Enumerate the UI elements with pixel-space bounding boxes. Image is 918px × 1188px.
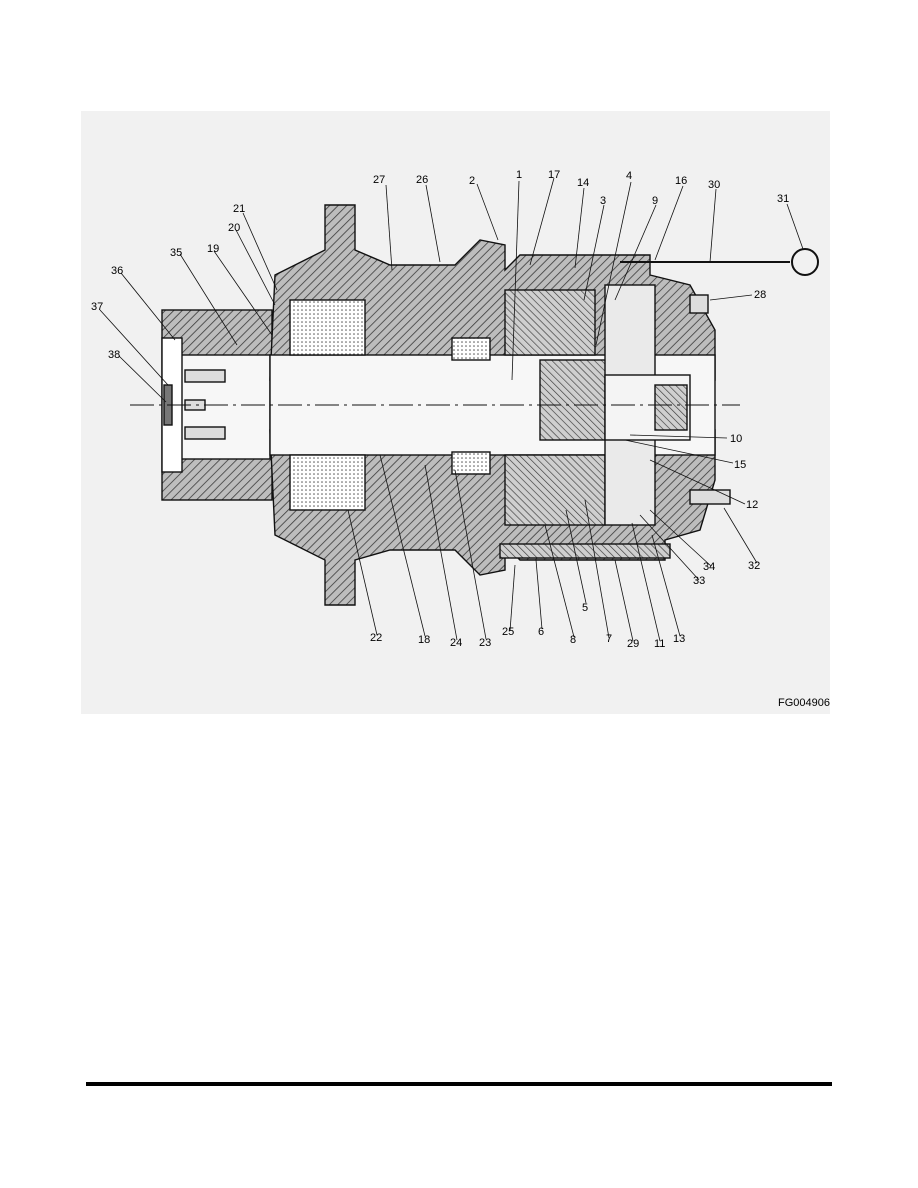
callout-20: 20 (228, 222, 240, 234)
callout-10: 10 (730, 433, 742, 445)
callout-18: 18 (418, 634, 430, 646)
callout-30: 30 (708, 179, 720, 191)
callout-7: 7 (606, 633, 612, 645)
callout-31: 31 (777, 193, 789, 205)
callout-35: 35 (170, 247, 182, 259)
callout-1: 1 (516, 169, 522, 181)
callout-6: 6 (538, 626, 544, 638)
callout-23: 23 (479, 637, 491, 649)
callout-17: 17 (548, 169, 560, 181)
callout-37: 37 (91, 301, 103, 313)
callout-12: 12 (746, 499, 758, 511)
callout-16: 16 (675, 175, 687, 187)
callout-36: 36 (111, 265, 123, 277)
callout-19: 19 (207, 243, 219, 255)
callout-22: 22 (370, 632, 382, 644)
callout-26: 26 (416, 174, 428, 186)
callout-2: 2 (469, 175, 475, 187)
callout-24: 24 (450, 637, 462, 649)
callout-27: 27 (373, 174, 385, 186)
callouts: 1 2 3 4 5 6 7 8 9 10 11 12 13 14 15 16 1… (91, 169, 789, 650)
callout-8: 8 (570, 634, 576, 646)
callout-21: 21 (233, 203, 245, 215)
callout-28: 28 (754, 289, 766, 301)
callout-3: 3 (600, 195, 606, 207)
callout-5: 5 (582, 602, 588, 614)
callout-34: 34 (703, 561, 715, 573)
callout-25: 25 (502, 626, 514, 638)
callout-38: 38 (108, 349, 120, 361)
leader-lines (99, 177, 804, 642)
callout-4: 4 (626, 170, 632, 182)
callout-32: 32 (748, 560, 760, 572)
callout-9: 9 (652, 195, 658, 207)
callout-29: 29 (627, 638, 639, 650)
callout-14: 14 (577, 177, 589, 189)
callout-11: 11 (654, 638, 665, 650)
callout-15: 15 (734, 459, 746, 471)
callout-13: 13 (673, 633, 685, 645)
callout-33: 33 (693, 575, 705, 587)
bottom-rule (86, 1082, 832, 1086)
figure-code: FG004906 (778, 697, 830, 709)
